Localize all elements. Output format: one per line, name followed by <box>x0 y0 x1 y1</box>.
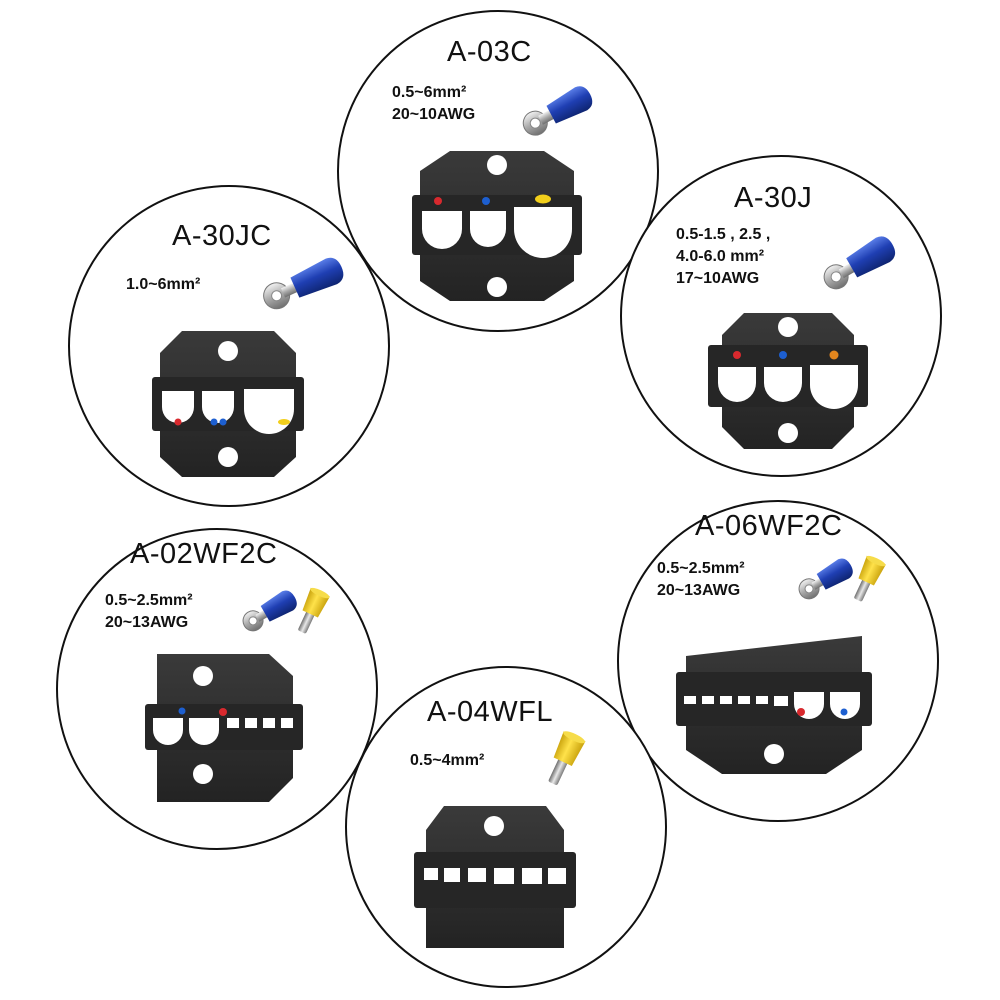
ring-terminal-icon <box>798 558 853 600</box>
crimp-die-icon <box>145 654 303 802</box>
ring-terminal-icon <box>522 86 593 136</box>
model-title: A-06WF2C <box>695 510 843 542</box>
crimp-die-icon <box>414 806 576 948</box>
model-title: A-04WFL <box>427 696 553 728</box>
ring-terminal-icon <box>263 257 344 310</box>
crimp-die-icon <box>676 636 872 774</box>
ferrule-terminal-icon <box>298 587 330 634</box>
model-title: A-30J <box>734 182 813 214</box>
crimp-die-icon <box>708 313 868 449</box>
crimp-die-icon <box>152 331 304 477</box>
spec-text: 0.5~4mm² <box>410 752 485 769</box>
ring-terminal-icon <box>242 590 297 632</box>
model-title: A-30JC <box>172 220 272 252</box>
model-title: A-02WF2C <box>130 538 278 570</box>
model-title: A-03C <box>447 36 532 68</box>
ring-terminal-icon <box>823 236 896 290</box>
ferrule-terminal-icon <box>548 731 586 785</box>
crimp-die-icon <box>412 151 582 301</box>
ferrule-terminal-icon <box>854 555 886 602</box>
spec-text: 1.0~6mm² <box>126 276 201 293</box>
